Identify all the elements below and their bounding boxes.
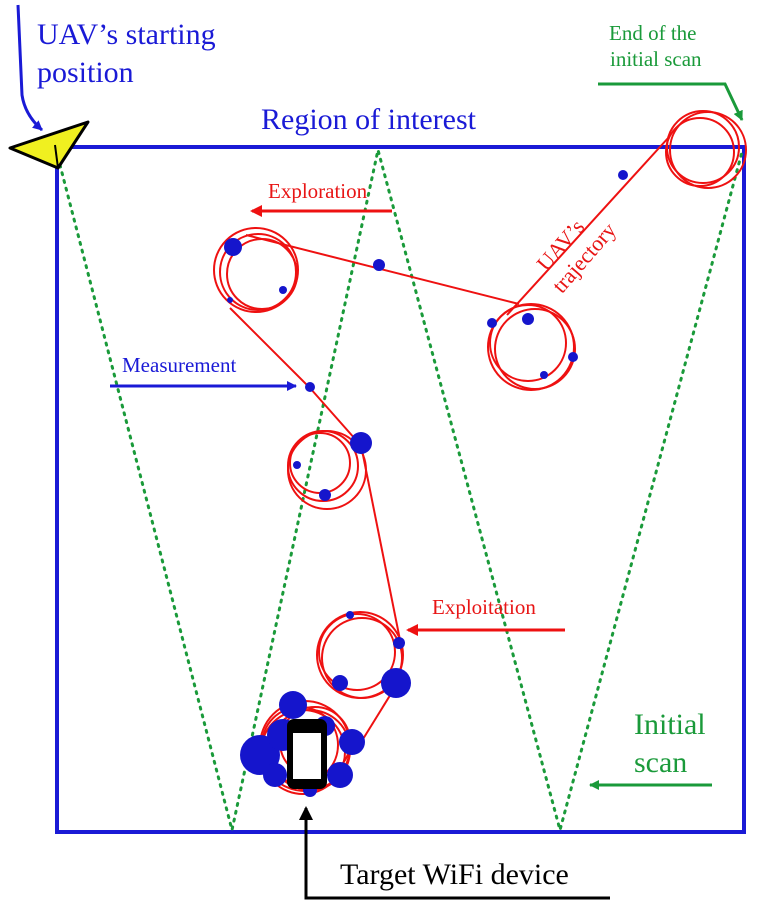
phone-icon — [287, 719, 327, 789]
measurement-label: Measurement — [122, 353, 236, 377]
end-scan-arrow — [598, 82, 744, 121]
exploration-label: Exploration — [268, 179, 368, 203]
uav-icon — [8, 120, 90, 170]
target-label: Target WiFi device — [340, 858, 569, 891]
target-arrow — [299, 806, 610, 900]
initial-scan-label-line1: Initial — [634, 708, 706, 741]
initial-scan-path — [58, 149, 744, 836]
exploitation-label: Exploitation — [432, 595, 536, 619]
region-of-interest-box — [55, 145, 746, 834]
start-position-label-line2: position — [37, 56, 134, 89]
end-scan-label-line2: initial scan — [610, 47, 702, 71]
start-position-arrow — [16, 4, 43, 132]
region-label: Region of interest — [261, 103, 477, 136]
start-position-label-line1: UAV’s starting — [37, 18, 216, 51]
end-scan-label-line1: End of the — [609, 21, 696, 45]
trajectory-label: UAV’s trajectory — [531, 214, 621, 297]
initial-scan-label-line2: scan — [634, 746, 687, 779]
